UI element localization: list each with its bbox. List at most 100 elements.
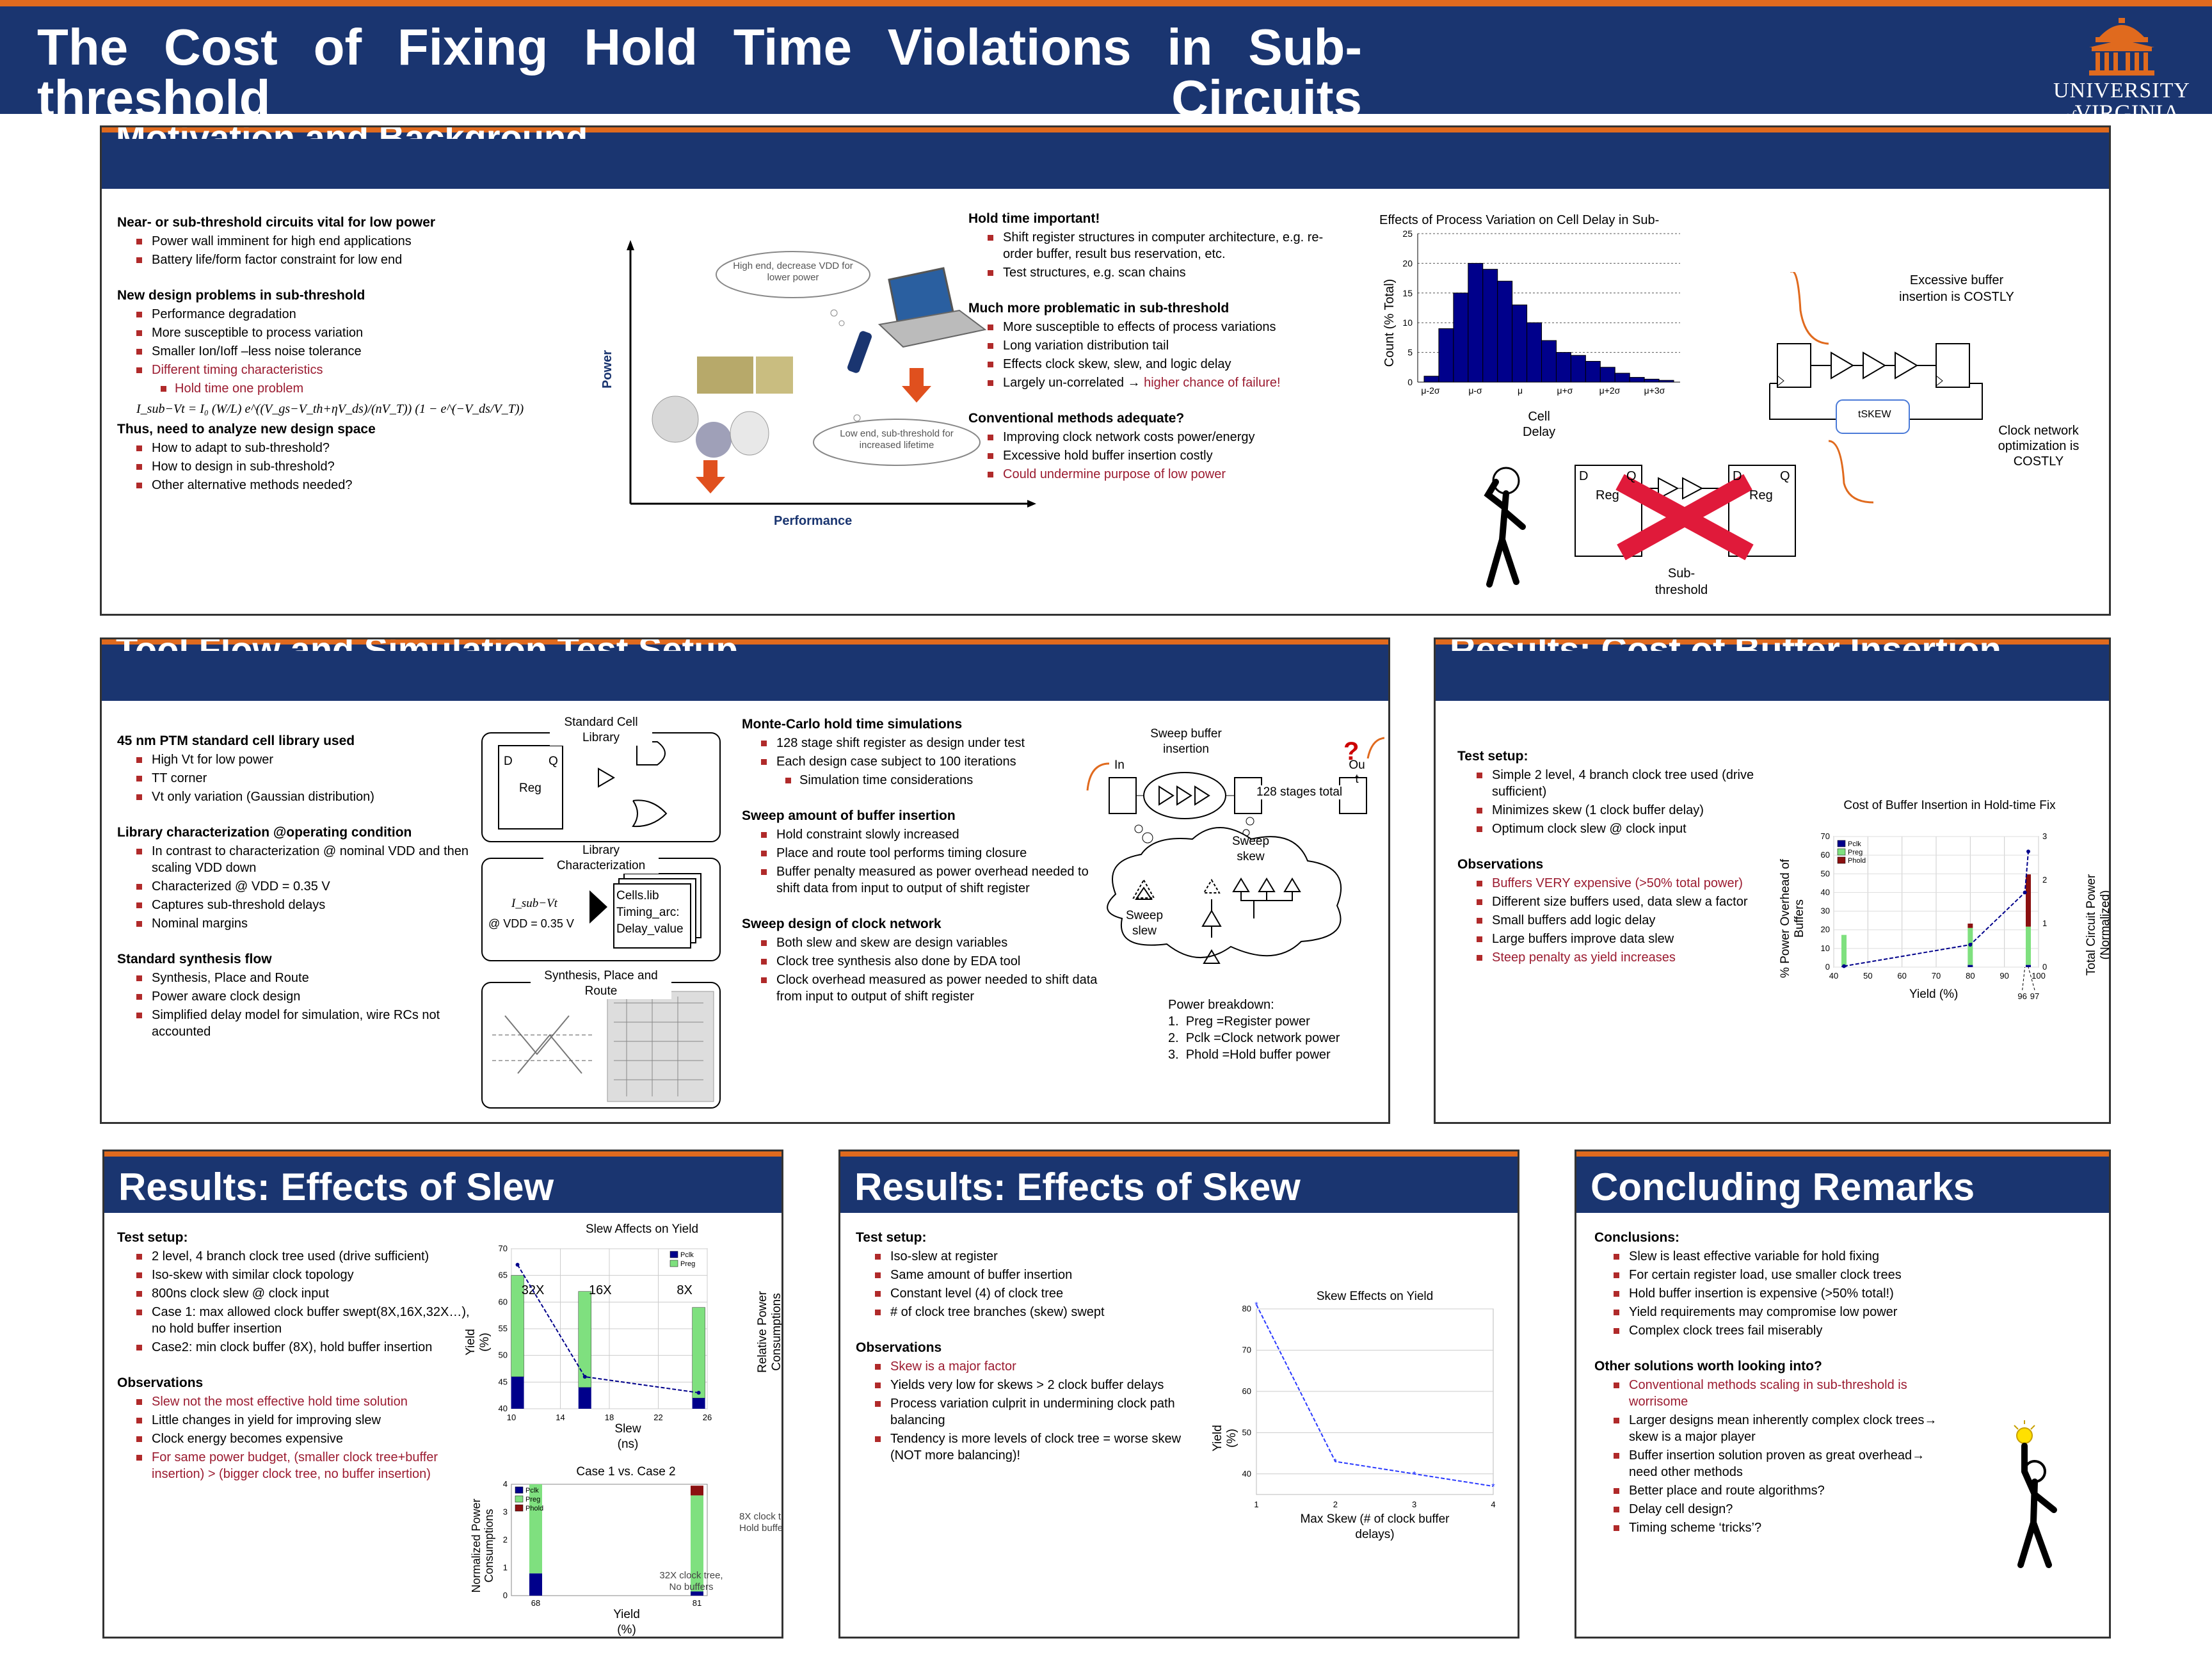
hist-bar <box>1423 376 1439 383</box>
buffer-ytick: 50 <box>1821 869 1830 878</box>
sensor-devices-icon <box>652 357 793 458</box>
toolflow-left-text: 45 nm PTM standard cell library used Hig… <box>117 733 476 1042</box>
case-xtick: 68 <box>531 1598 540 1608</box>
case-bar-pclk <box>691 1591 703 1596</box>
hist-bar <box>1585 361 1601 383</box>
skew-ytick: 70 <box>1242 1345 1251 1354</box>
skew-panel: Results: Effects of Skew Test setup: Iso… <box>838 1150 1519 1639</box>
buffer-overhead-point <box>2026 849 2030 854</box>
slew-chart-y2label: Relative Power Consumptions <box>756 1291 783 1373</box>
buffer-overhead-line <box>1843 851 2029 967</box>
slew-chart-title: Slew Affects on Yield <box>585 1222 699 1236</box>
flop-diagram <box>1484 465 1796 588</box>
buffer-text: Test setup: Simple 2 level, 4 branch clo… <box>1457 748 1790 968</box>
buffer-legend-label: Phold <box>1848 857 1866 865</box>
buffer-bar-phold <box>1968 924 1973 928</box>
hist-ytick: 20 <box>1402 258 1413 268</box>
clock-network-diagram <box>1769 270 1983 504</box>
power-breakdown: Power breakdown: 1. Preg =Register power… <box>1168 997 1373 1063</box>
flop2-q-label: Q <box>1780 469 1790 483</box>
skew-ytick: 80 <box>1242 1304 1251 1313</box>
case-ytick: 2 <box>503 1535 508 1544</box>
buffer-legend-swatch <box>1837 848 1846 856</box>
buffer-bar-pclk <box>1968 965 1973 967</box>
annotation-8x: 8X clock tree, Hold buffers <box>739 1511 783 1534</box>
case-legend-swatch <box>515 1486 524 1494</box>
buffer-ytick: 30 <box>1821 906 1830 916</box>
slew-xtick: 26 <box>703 1413 712 1422</box>
preg-item: Preg =Register power <box>1185 1014 1310 1029</box>
buffer-chart-ylabel: % Power Overhead of Buffers <box>1779 859 1806 978</box>
slew-yield-point <box>515 1263 520 1267</box>
case-bar-preg <box>529 1484 542 1574</box>
hist-xtick: μ-σ <box>1468 385 1482 396</box>
sweep-diagram: ? <box>1086 737 1385 964</box>
case-chart-title: Case 1 vs. Case 2 <box>576 1465 676 1479</box>
slew-bar-pclk <box>578 1387 591 1409</box>
case-bar-phold <box>691 1486 703 1496</box>
hist-bar <box>1453 293 1469 383</box>
slew-legend-swatch <box>669 1251 678 1258</box>
case-ytick: 0 <box>503 1591 508 1600</box>
buffer-ytick: 20 <box>1821 925 1830 934</box>
buffer-xtick: 40 <box>1829 971 1838 981</box>
case-legend-label: Preg <box>525 1496 540 1503</box>
hist-xtick: μ <box>1518 385 1523 396</box>
library-flow-figure: Standard Cell Library Reg D Q Library Ch… <box>479 715 723 1118</box>
power-performance-axes: Power <box>600 240 1036 508</box>
hist-xtick: μ+2σ <box>1599 385 1621 396</box>
sweep-slew-label: Sweep slew <box>1125 909 1164 938</box>
hist-bar <box>1555 352 1571 383</box>
thinking-figure-icon <box>1484 467 1526 588</box>
case-bar-preg <box>691 1495 703 1592</box>
performance-axis-label: Performance <box>774 514 853 528</box>
motivation-middle-text: Hold time important! Shift register stru… <box>968 211 1340 485</box>
slew-yield-line <box>517 1264 699 1393</box>
hist-bar <box>1570 355 1586 383</box>
in-label: In <box>1114 758 1125 772</box>
buffer-xtick: 90 <box>2000 971 2008 981</box>
histogram-title: Effects of Process Variation on Cell Del… <box>1379 213 1660 227</box>
library-flow-diagram <box>481 732 721 1109</box>
skew-ytick: 40 <box>1242 1469 1251 1479</box>
isub-label: I_sub−Vt <box>511 897 557 910</box>
buffer-overhead-point <box>1968 943 1973 947</box>
conclusion-panel: Concluding Remarks Conclusions: Slew is … <box>1575 1150 2111 1639</box>
buffer-ytick: 60 <box>1821 850 1830 860</box>
slew-chart-xlabel: Slew (ns) <box>614 1422 641 1451</box>
hist-bar <box>1468 262 1484 383</box>
flop2-reg-label: Reg <box>1749 488 1773 502</box>
buffer-note-97: 97 <box>2030 991 2039 1001</box>
motivation-left-text: Near- or sub-threshold circuits vital fo… <box>117 214 565 495</box>
slew-bar-preg <box>578 1291 591 1388</box>
skew-chart-title: Skew Effects on Yield <box>1317 1290 1433 1303</box>
buffer-legend-swatch <box>1837 856 1846 864</box>
case-plot-area <box>511 1484 708 1596</box>
buffer-legend-label: Preg <box>1848 849 1863 856</box>
slew-ytick: 45 <box>499 1377 508 1386</box>
hist-bar <box>1497 280 1513 383</box>
buffer-y2tick: 1 <box>2042 918 2047 928</box>
slew-chart-ylabel: Yield (%) <box>464 1329 492 1356</box>
buffer-xtick: 60 <box>1897 971 1906 981</box>
down-arrow-icon <box>696 460 725 493</box>
slew-ytick: 50 <box>499 1350 508 1360</box>
skew-point: * <box>1413 1469 1416 1479</box>
slew-bar-label: 8X <box>677 1283 692 1297</box>
flop-reg-label: Reg <box>1596 488 1619 502</box>
laptop-icon <box>878 267 987 348</box>
slew-xtick: 22 <box>653 1413 662 1422</box>
phold-item: Phold =Hold buffer power <box>1185 1048 1331 1062</box>
case-legend-label: Phold <box>525 1505 543 1512</box>
slew-panel: Results: Effects of Slew Test setup: 2 l… <box>102 1150 783 1639</box>
logo-virginia: ofVIRGINIA <box>2064 100 2180 125</box>
slew-xtick: 14 <box>556 1413 565 1422</box>
library-characterization-label: Library Characterization <box>543 843 659 874</box>
top-accent-bar <box>0 0 2212 6</box>
hist-bar <box>1482 269 1498 383</box>
hist-ytick: 10 <box>1402 317 1413 328</box>
slew-ytick: 70 <box>499 1244 508 1253</box>
standard-cell-label: Standard Cell Library <box>550 715 652 746</box>
